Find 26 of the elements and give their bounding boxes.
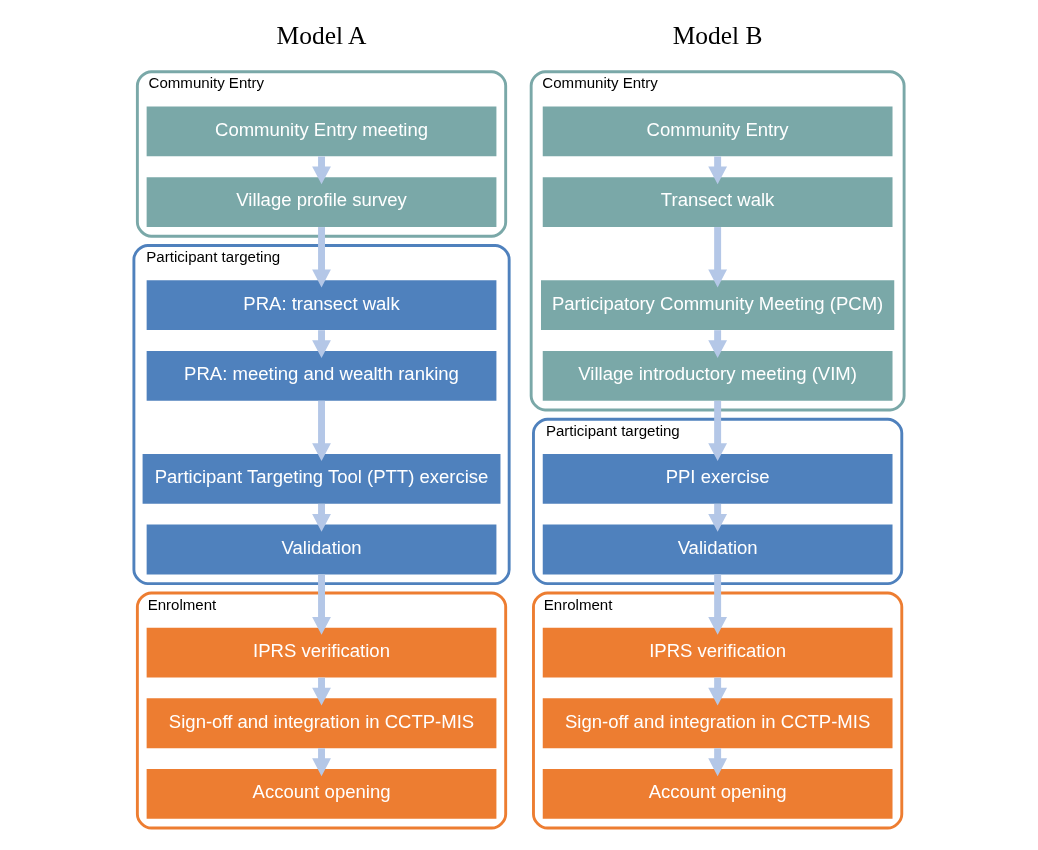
node-box: PPI exercise	[542, 453, 893, 504]
node-box: Participant Targeting Tool (PTT) exercise	[142, 453, 501, 504]
node-box: Participatory Community Meeting (PCM)	[541, 280, 895, 331]
arrow	[708, 574, 728, 635]
label: Model A	[276, 21, 367, 51]
label: Model B	[672, 21, 763, 51]
arrow	[708, 227, 728, 288]
node-box: Validation	[542, 524, 893, 575]
arrow	[708, 400, 728, 462]
arrow	[312, 400, 331, 462]
arrow	[312, 574, 331, 635]
node-box: Community Entry meeting	[146, 106, 497, 157]
node-box: Village introductory meeting (VIM)	[542, 350, 893, 401]
node-box: Transect walk	[542, 177, 893, 227]
node-box: Validation	[146, 524, 497, 575]
node-box: Sign-off and integration in CCTP-MIS	[542, 698, 893, 749]
node-box: Sign-off and integration in CCTP-MIS	[146, 698, 497, 749]
node-box: PRA: transect walk	[146, 280, 497, 331]
arrow	[312, 227, 331, 288]
node-box: Village profile survey	[146, 177, 497, 227]
node-box: Community Entry	[542, 106, 893, 157]
node-box: Account opening	[146, 769, 497, 819]
node-box: IPRS verification	[146, 627, 497, 678]
node-box: IPRS verification	[542, 627, 893, 678]
node-box: Account opening	[542, 769, 893, 819]
node-box: PRA: meeting and wealth ranking	[146, 350, 497, 401]
